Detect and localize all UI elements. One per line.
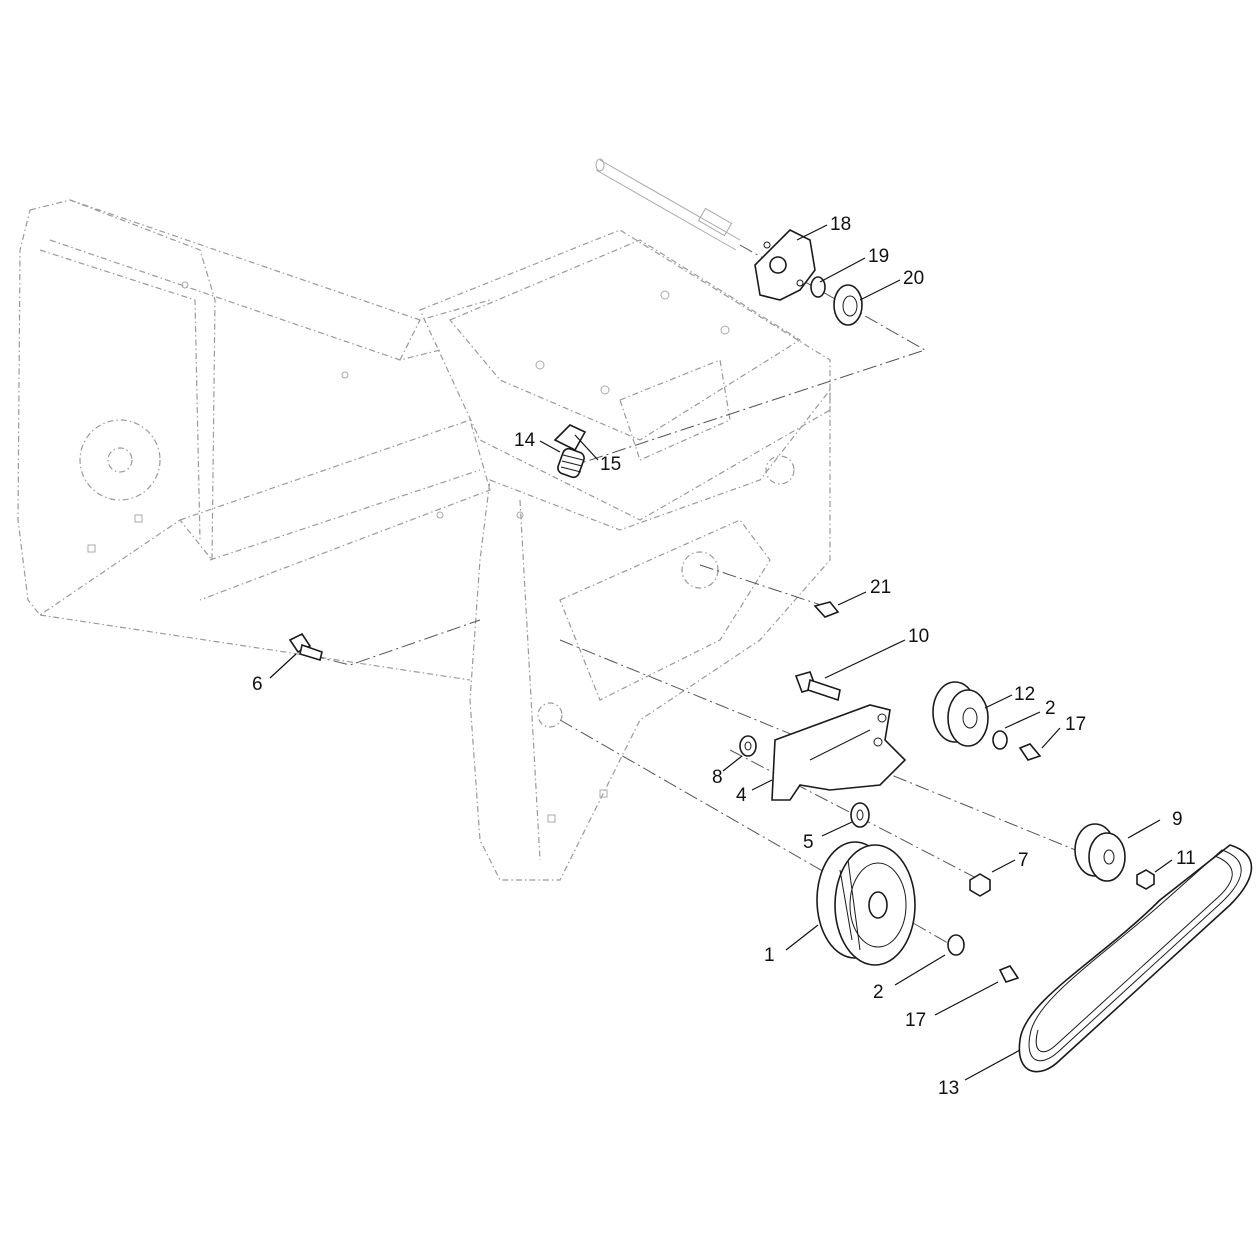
housing-outline (17, 199, 831, 881)
callout-8: 8 (712, 767, 723, 788)
shoulder-bolt (288, 632, 323, 662)
callout-19: 19 (868, 246, 889, 267)
callout-10: 10 (908, 626, 929, 647)
callout-14: 14 (514, 430, 536, 451)
bolt-21 (813, 601, 840, 618)
callout-5: 5 (803, 832, 814, 853)
washer-8 (739, 735, 757, 757)
idler-pulley-12 (932, 681, 989, 747)
washer-5 (850, 802, 870, 828)
bolt-10 (794, 671, 841, 702)
drive-belt (1018, 844, 1253, 1073)
callout-15: 15 (600, 454, 621, 475)
callout-17-lower: 17 (905, 1010, 926, 1031)
callout-21: 21 (870, 577, 891, 598)
nut-7 (969, 873, 991, 897)
assembly-centerlines (309, 244, 1101, 951)
callout-17-upper: 17 (1065, 714, 1086, 735)
bolt-17-upper (1018, 743, 1042, 761)
callout-11: 11 (1176, 848, 1196, 869)
bolt-17-lower (998, 965, 1020, 983)
auger-shaft (595, 158, 741, 251)
callout-2-upper: 2 (1045, 698, 1056, 719)
callout-12: 12 (1014, 684, 1035, 705)
callouts: 18 19 20 14 15 21 10 6 12 2 17 8 4 5 9 7… (252, 214, 1196, 1099)
washer-2-lower (947, 934, 965, 956)
bearing (833, 284, 863, 326)
callout-18: 18 (830, 214, 851, 235)
callout-7: 7 (1018, 850, 1029, 871)
washer-2-upper (992, 730, 1008, 750)
callout-1: 1 (764, 945, 775, 966)
retaining-ring (810, 276, 826, 298)
callout-2-lower: 2 (873, 982, 884, 1003)
callout-13: 13 (938, 1078, 959, 1099)
drive-pulley (816, 841, 916, 966)
nut-11 (1136, 869, 1155, 890)
callout-4: 4 (736, 785, 747, 806)
spring-and-bracket (553, 424, 587, 479)
leader-lines (269, 224, 1173, 1081)
callout-9: 9 (1172, 809, 1183, 830)
idler-pulley-9 (1074, 823, 1126, 882)
callout-6: 6 (252, 674, 263, 695)
idler-bracket (771, 704, 907, 801)
bearing-plate (754, 229, 816, 301)
callout-20: 20 (903, 268, 924, 289)
